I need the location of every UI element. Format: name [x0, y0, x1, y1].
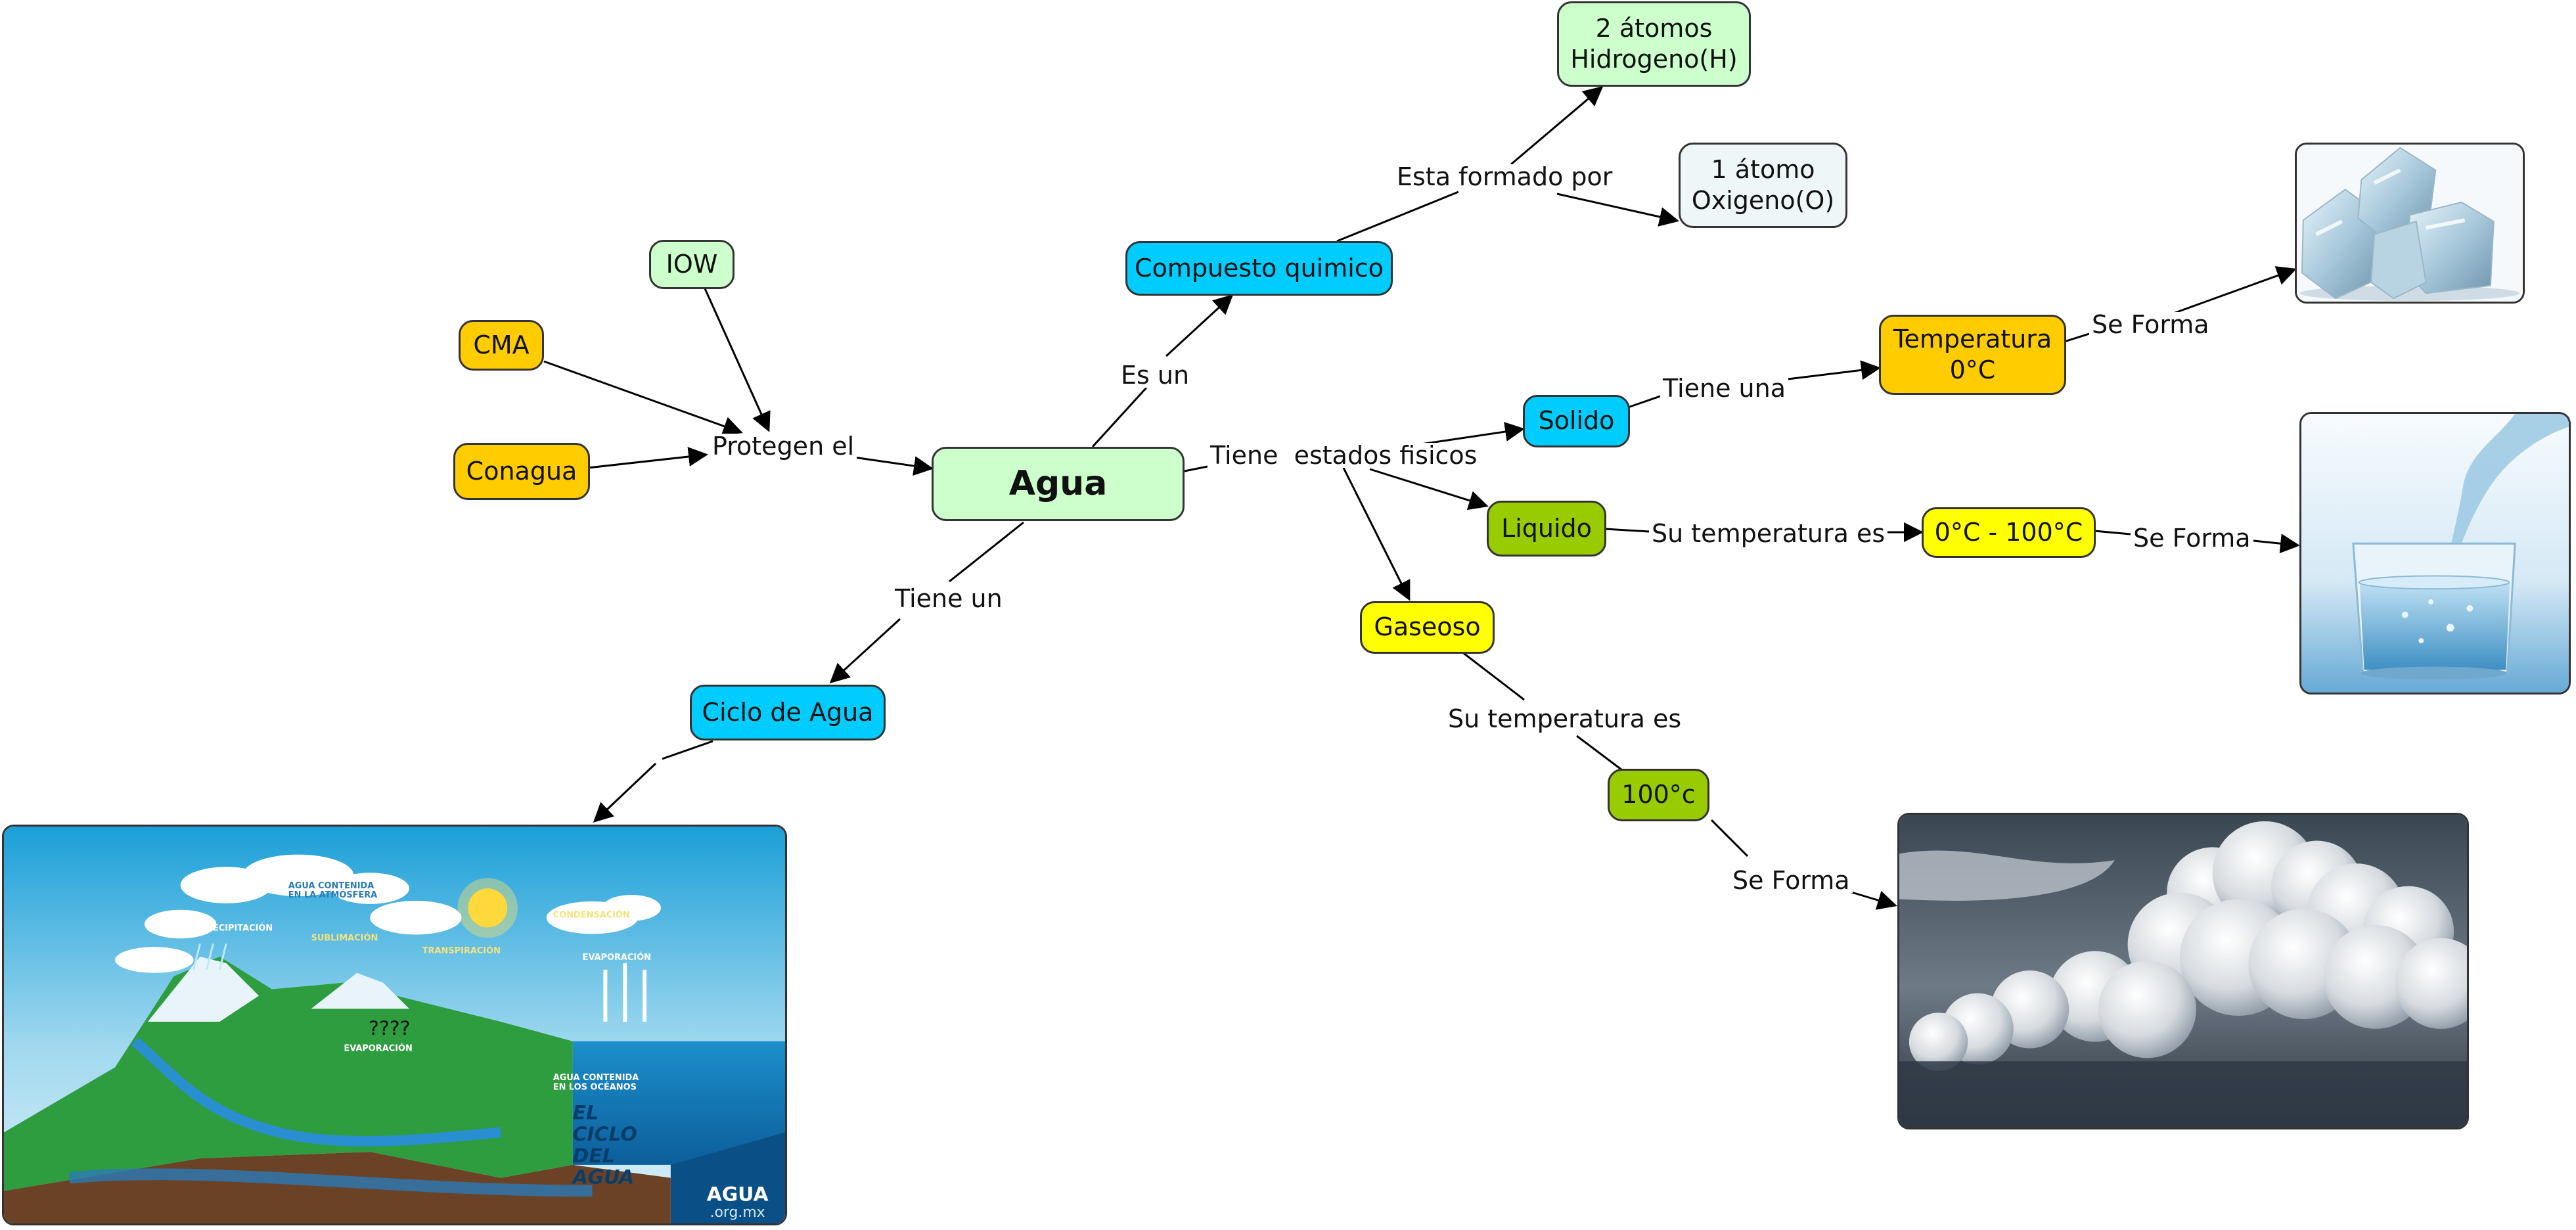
link-label-es-un: Es un	[1118, 363, 1192, 388]
link-estados-solido	[1420, 422, 1525, 445]
link-label-se-forma-nubes: Se Forma	[1730, 868, 1853, 893]
ice-cubes-image	[2295, 143, 2525, 304]
node-gaseoso-label: Gaseoso	[1374, 612, 1481, 642]
link-iow-protegen	[703, 286, 771, 432]
link-agua-esun	[1091, 386, 1148, 448]
link-label-esta-formado: Esta formado por	[1394, 164, 1616, 189]
link-conagua-protegen	[587, 447, 708, 469]
cycle-label-evaporacion-2: EVAPORACIÓN	[344, 1043, 412, 1054]
link-label-se-forma-agua: Se Forma	[2131, 526, 2253, 551]
link-label-tiene-estados: Tiene estados fisicos	[1208, 443, 1480, 468]
node-cien-grados[interactable]: 100°c	[1608, 769, 1709, 821]
node-solido[interactable]: Solido	[1523, 395, 1630, 447]
link-label-protegen: Protegen el	[710, 434, 857, 459]
link-seforma-ice	[2171, 266, 2297, 315]
link-gaseoso-sutemp	[1461, 650, 1525, 701]
link-liquido-sutemp	[1604, 528, 1650, 533]
link-solido-tieneuna	[1627, 394, 1663, 409]
node-compuesto-label: Compuesto quimico	[1135, 253, 1384, 283]
node-oxigeno[interactable]: 1 átomo Oxigeno(O)	[1679, 143, 1847, 228]
link-label-su-temp-gaseoso: Su temperatura es	[1445, 706, 1684, 731]
link-compuesto-formado	[1336, 191, 1459, 242]
link-agua-tieneun	[949, 521, 1024, 583]
clouds-image	[1897, 813, 2469, 1129]
link-protegen-agua	[849, 455, 934, 476]
node-conagua[interactable]: Conagua	[453, 443, 590, 500]
link-cien-seforma	[1710, 819, 1749, 857]
cycle-brand-url: .org.mx	[710, 1204, 765, 1221]
water-cycle-image: PRECIPITACIÓN SUBLIMACIÓN TRANSPIRACIÓN …	[2, 825, 787, 1225]
node-cma[interactable]: CMA	[459, 320, 544, 371]
node-liquido[interactable]: Liquido	[1487, 501, 1606, 557]
link-temperatura-seforma	[2064, 332, 2090, 343]
node-agua-label: Agua	[1008, 464, 1108, 503]
node-cma-label: CMA	[473, 330, 530, 359]
link-cma-protegen	[543, 360, 743, 436]
link-formado-hidrogeno	[1510, 86, 1604, 166]
node-agua[interactable]: Agua	[932, 447, 1185, 521]
link-rango-seforma	[2094, 530, 2131, 535]
cycle-label-precipitacion: PRECIPITACIÓN	[200, 922, 273, 933]
link-dash-cycle	[593, 762, 657, 823]
link-estados-gaseoso	[1342, 467, 1411, 601]
cycle-label-sublimacion: SUBLIMACIÓN	[311, 932, 378, 943]
node-hidrogeno-label: 2 átomos Hidrogeno(H)	[1570, 13, 1738, 74]
node-iow-label: IOW	[666, 249, 718, 279]
node-solido-label: Solido	[1538, 406, 1615, 436]
link-label-tiene-un: Tiene un	[892, 586, 1005, 611]
link-estados-liquido	[1369, 468, 1489, 511]
node-compuesto-quimico[interactable]: Compuesto quimico	[1125, 241, 1393, 296]
cycle-label-question: ????	[369, 1017, 410, 1040]
node-temperatura[interactable]: Temperatura 0°C	[1879, 315, 2066, 395]
node-ciclo-label: Ciclo de Agua	[702, 697, 874, 727]
link-esun-compuesto	[1165, 294, 1234, 357]
link-agua-estados	[1184, 465, 1208, 472]
node-cien-label: 100°c	[1621, 780, 1696, 809]
node-hidrogeno[interactable]: 2 átomos Hidrogeno(H)	[1557, 1, 1751, 87]
link-label-se-forma-hielo: Se Forma	[2089, 312, 2212, 337]
link-seforma-glass	[2246, 534, 2300, 554]
node-temperatura-label: Temperatura 0°C	[1893, 324, 2052, 385]
link-tieneun-ciclo	[829, 618, 901, 684]
link-seforma-clouds	[1849, 890, 1897, 910]
node-conagua-label: Conagua	[466, 456, 577, 486]
link-label-tiene-una: Tiene una	[1660, 376, 1788, 401]
link-tieneuna-temperatura	[1782, 360, 1881, 381]
node-ciclo-de-agua[interactable]: Ciclo de Agua	[690, 685, 886, 740]
water-glass-image	[2299, 412, 2571, 695]
node-liquido-label: Liquido	[1501, 513, 1592, 543]
link-formado-oxigeno	[1556, 193, 1679, 227]
node-iow[interactable]: IOW	[649, 240, 734, 289]
node-rango-label: 0°C - 100°C	[1934, 517, 2083, 547]
link-label-su-temp-liquido: Su temperatura es	[1649, 521, 1888, 546]
link-ciclo-dash	[662, 740, 713, 760]
cycle-brand: AGUA	[707, 1183, 769, 1206]
node-gaseoso[interactable]: Gaseoso	[1360, 601, 1495, 654]
cycle-label-transpiracion: TRANSPIRACIÓN	[422, 945, 501, 956]
cycle-label-condensacion: CONDENSACIÓN	[553, 910, 630, 921]
link-sutemp-cien	[1576, 735, 1625, 773]
node-oxigeno-label: 1 átomo Oxigeno(O)	[1691, 154, 1835, 216]
node-rango-temperatura[interactable]: 0°C - 100°C	[1922, 507, 2096, 558]
cycle-label-evaporacion: EVAPORACIÓN	[583, 952, 651, 963]
